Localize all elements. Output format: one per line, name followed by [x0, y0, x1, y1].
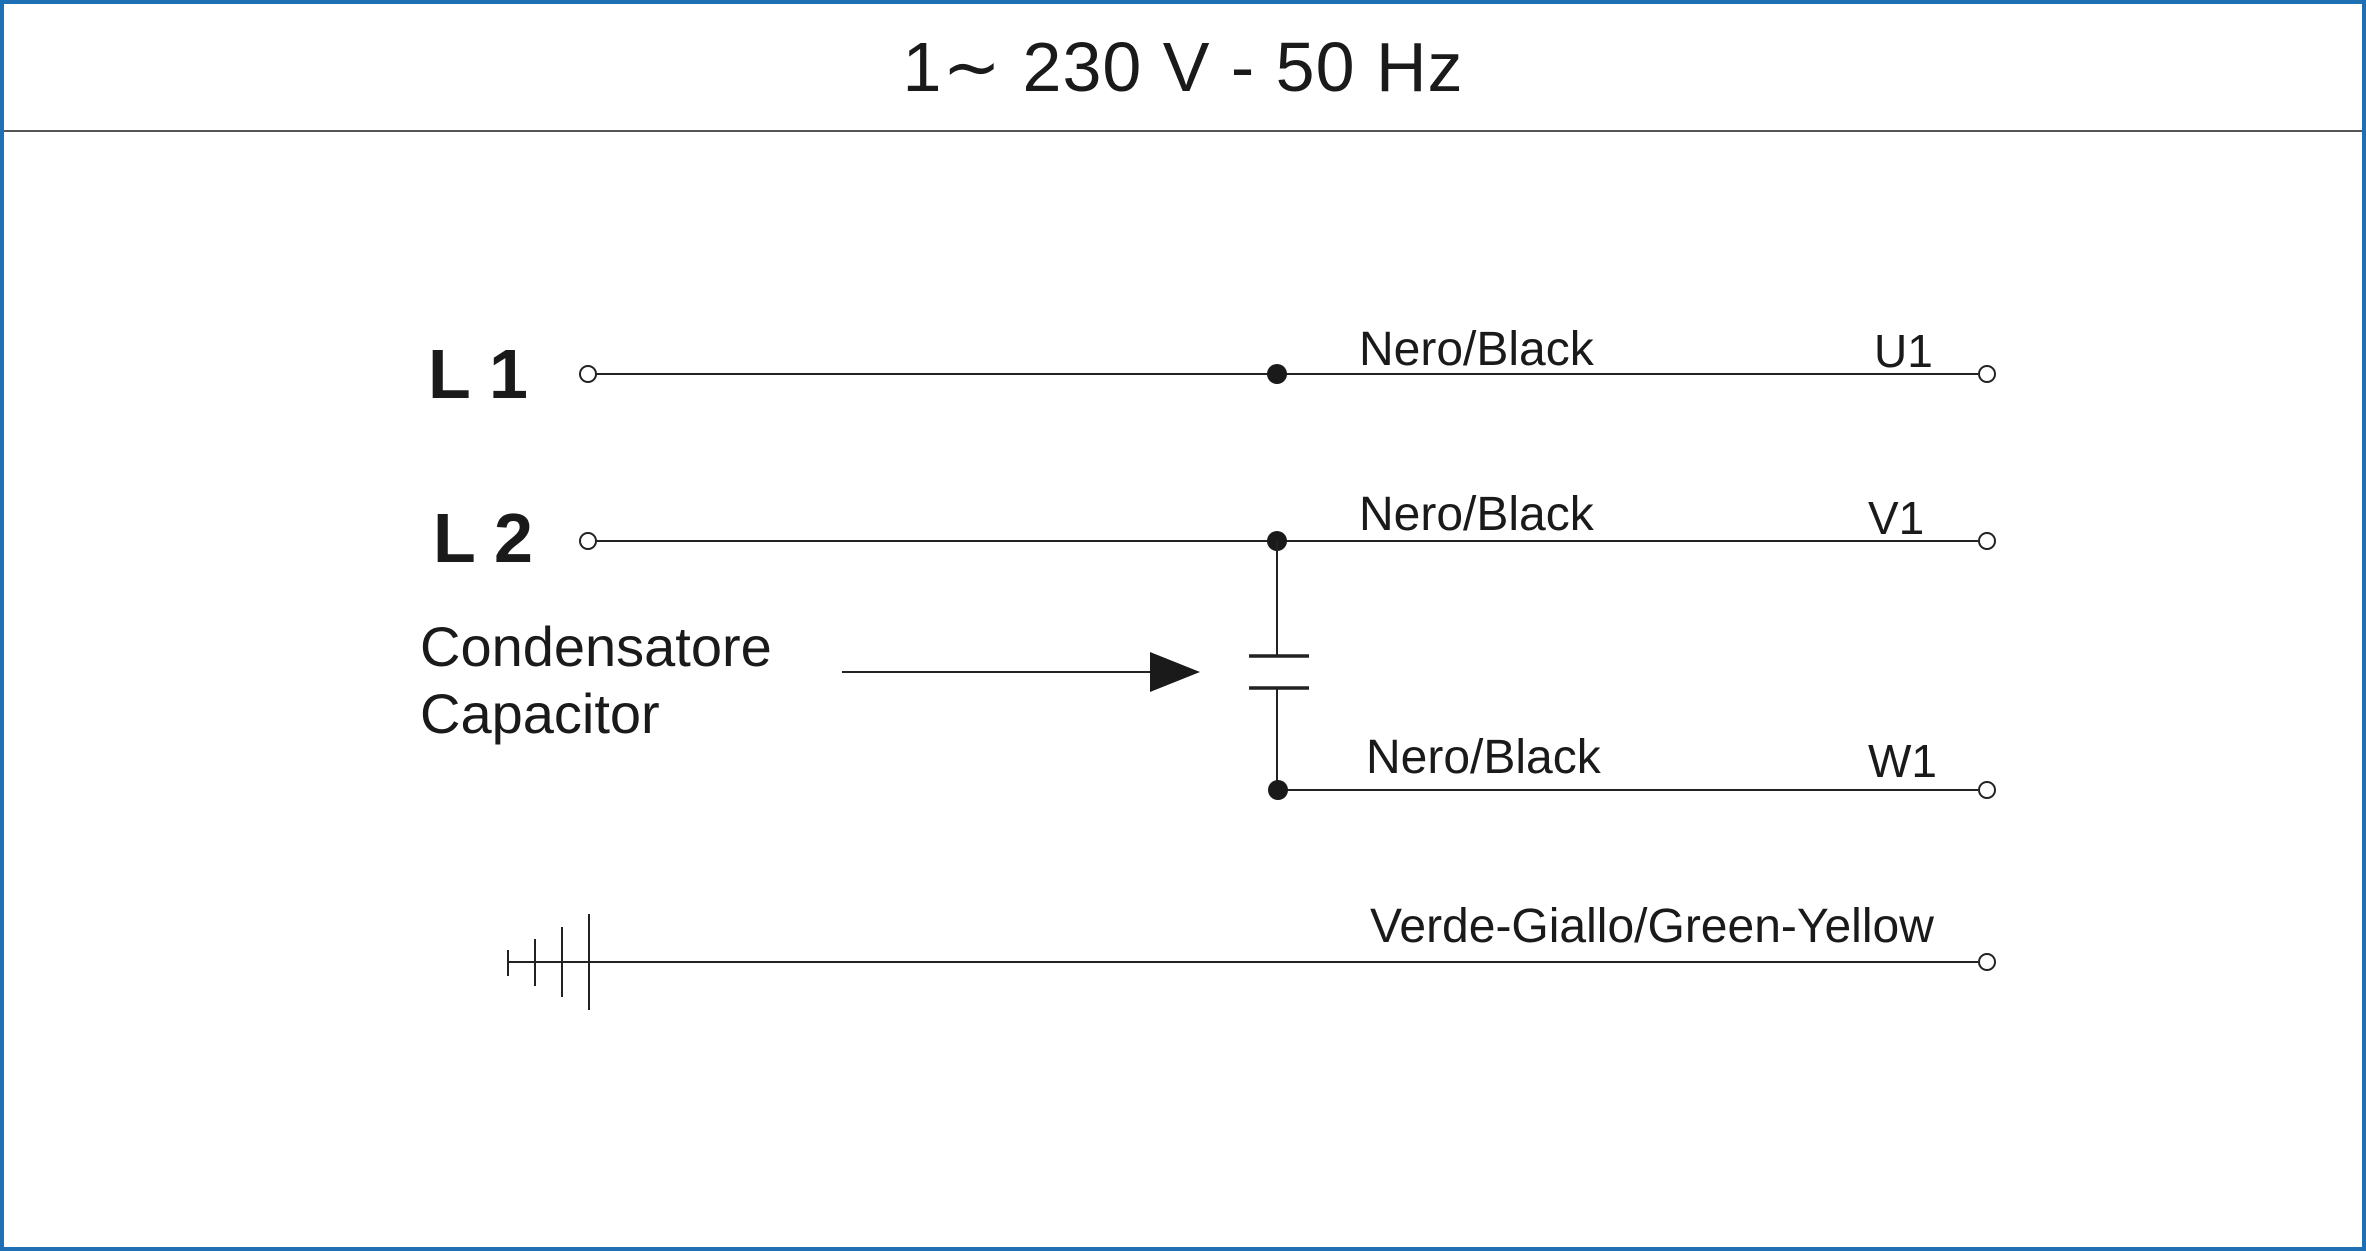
capacitor-label-english: Capacitor — [420, 682, 660, 745]
capacitor-pointer-arrowhead — [1150, 652, 1200, 692]
terminal-w1 — [1978, 781, 1996, 799]
wire-label-u1: Nero/Black — [1359, 323, 1595, 376]
header-bar: 1∼ 230 V - 50 Hz — [4, 4, 2362, 132]
terminal-label-v1: V1 — [1868, 492, 1924, 544]
wire-label-earth: Verde-Giallo/Green-Yellow — [1370, 900, 1934, 953]
page-title: 1∼ 230 V - 50 Hz — [902, 28, 1464, 106]
terminal-label-u1: U1 — [1874, 325, 1933, 377]
line-l1-label: L 1 — [428, 335, 528, 413]
wire-label-w1: Nero/Black — [1366, 731, 1602, 784]
terminal-u1 — [1978, 365, 1996, 383]
junction-node-l1 — [1267, 364, 1287, 384]
terminal-v1 — [1978, 532, 1996, 550]
terminal-earth — [1978, 953, 1996, 971]
terminal-l1 — [579, 365, 597, 383]
terminal-l2 — [579, 532, 597, 550]
line-l2-label: L 2 — [433, 499, 533, 577]
capacitor-label-italian: Condensatore — [420, 615, 772, 678]
wire-label-v1: Nero/Black — [1359, 488, 1595, 541]
junction-node-w1 — [1268, 780, 1288, 800]
terminal-label-w1: W1 — [1868, 735, 1937, 787]
